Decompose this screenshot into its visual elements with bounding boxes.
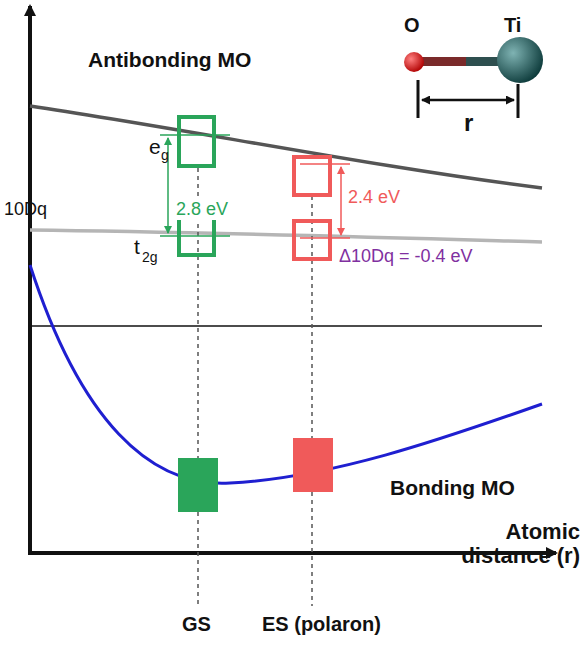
gap-arrow <box>340 167 342 235</box>
gap-value: 2.4 eV <box>348 188 400 208</box>
shift-label: Δ10Dq = -0.4 eV <box>337 247 475 267</box>
atom-label: Ti <box>504 14 521 36</box>
level-mark <box>160 134 230 136</box>
state-label: ES (polaron) <box>262 613 381 635</box>
axis-title: Atomic distance (r) <box>448 520 580 568</box>
dimension-tick <box>417 80 420 118</box>
zero-line <box>30 325 542 327</box>
gs-bonding <box>178 458 218 512</box>
es-bonding <box>293 438 333 492</box>
level-mark <box>160 235 230 237</box>
inset-ground <box>398 8 578 138</box>
oxygen-atom <box>404 52 424 72</box>
orbital-label: t <box>134 235 140 258</box>
eg-curve <box>30 106 542 188</box>
orbital-label: e <box>149 135 161 158</box>
dimension-label: r <box>462 110 475 136</box>
titanium-atom <box>497 37 543 83</box>
t2g-curve <box>30 230 542 242</box>
gs-eg-box <box>179 117 214 166</box>
curve-title: Bonding MO <box>390 476 515 499</box>
curve-title: Antibonding MO <box>88 48 251 71</box>
gs-guide <box>197 168 199 606</box>
gap-label: 10Dq <box>4 200 47 220</box>
es-eg-box <box>294 157 330 195</box>
orbital-subscript: g <box>161 148 169 163</box>
bonding-curve <box>30 265 542 483</box>
dimension-tick <box>517 84 520 118</box>
level-mark <box>300 163 350 165</box>
dimension-line <box>422 99 514 102</box>
orbital-subscript: 2g <box>142 250 158 265</box>
atom-label: O <box>404 14 420 36</box>
level-mark <box>300 237 350 239</box>
y-axis <box>28 6 32 553</box>
gap-value: 2.8 eV <box>174 200 230 220</box>
state-label: GS <box>182 613 211 635</box>
es-t2g-box <box>294 221 330 259</box>
